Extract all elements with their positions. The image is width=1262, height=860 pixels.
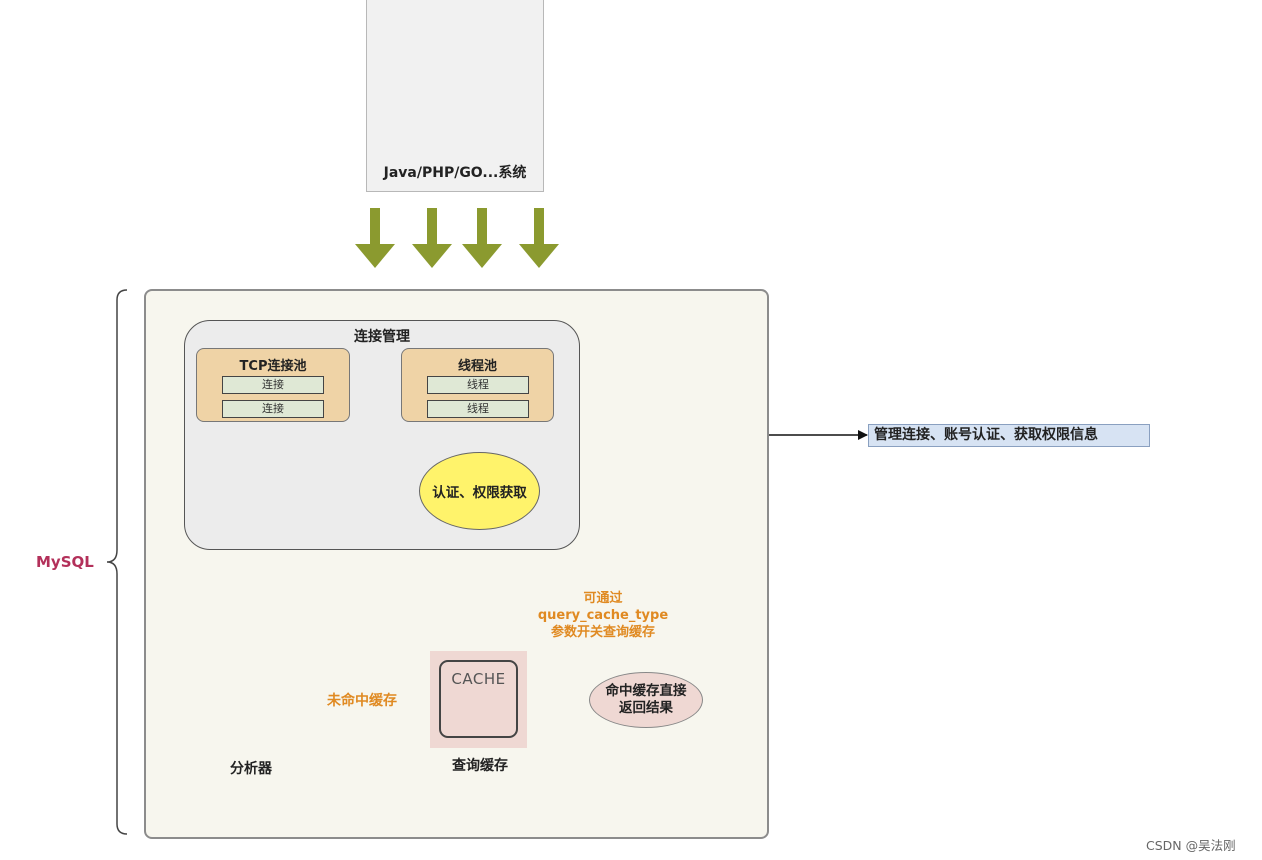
cache-hit-line: 返回结果 xyxy=(619,700,673,716)
mysql-label: MySQL xyxy=(36,553,94,571)
auth-permission-label: 认证、权限获取 xyxy=(432,485,527,501)
request-arrows xyxy=(355,208,559,268)
watermark: CSDN @吴法刚 xyxy=(1146,838,1236,853)
analyzer-label: 分析器 xyxy=(230,761,272,777)
mysql-brace xyxy=(106,289,128,835)
thread-pool-slot: 线程 xyxy=(427,376,529,394)
cache-hit-line: 命中缓存直接 xyxy=(605,683,687,699)
cache-hit-node: 命中缓存直接 返回结果 xyxy=(589,672,703,728)
query-cache-label: 查询缓存 xyxy=(452,758,508,774)
tcp-pool-slot: 连接 xyxy=(222,400,324,418)
tcp-pool-title: TCP连接池 xyxy=(239,359,307,374)
bubble-line: query_cache_type xyxy=(537,608,669,623)
cache-miss-label: 未命中缓存 xyxy=(327,693,397,709)
side-note-box: 管理连接、账号认证、获取权限信息 xyxy=(868,424,1150,447)
query-cache-bubble-text: 可通过 query_cache_type 参数开关查询缓存 xyxy=(530,590,676,641)
client-system-label: Java/PHP/GO...系统 xyxy=(383,165,527,181)
green-down-arrow-3 xyxy=(462,208,502,268)
client-system-box xyxy=(366,0,544,192)
auth-permission-node: 认证、权限获取 xyxy=(419,452,540,530)
thread-pool-title: 线程池 xyxy=(457,359,497,374)
cache-icon xyxy=(439,660,518,738)
connection-management-title: 连接管理 xyxy=(354,329,410,345)
green-down-arrow-2 xyxy=(412,208,452,268)
tcp-pool-slot: 连接 xyxy=(222,376,324,394)
thread-pool-slot: 线程 xyxy=(427,400,529,418)
cache-icon-text: CACHE xyxy=(451,670,506,688)
green-down-arrow-1 xyxy=(355,208,395,268)
bubble-line: 可通过 xyxy=(583,591,623,606)
green-down-arrow-4 xyxy=(519,208,559,268)
bubble-line: 参数开关查询缓存 xyxy=(550,625,655,640)
